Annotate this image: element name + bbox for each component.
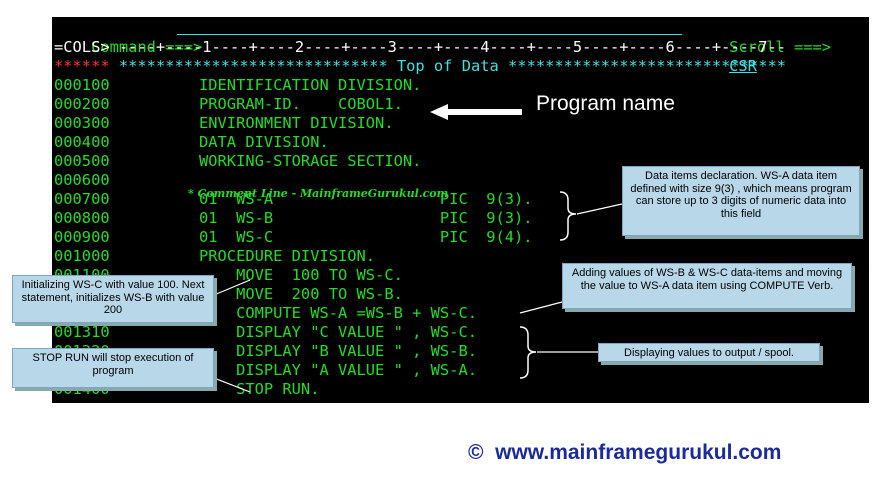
adding-callout: Adding values of WS-B & WS-C data-items … <box>562 263 852 309</box>
line-code[interactable]: DISPLAY "C VALUE " , WS-C. <box>199 323 477 341</box>
line-code[interactable]: DATA DIVISION. <box>199 133 329 151</box>
line-number[interactable]: 000200 <box>54 95 110 113</box>
source-line[interactable]: 000800 01 WS-B PIC 9(3). <box>54 209 864 228</box>
line-code[interactable]: MOVE 200 TO WS-B. <box>199 285 403 303</box>
scroll-label: Scroll ===> <box>729 38 832 56</box>
top-of-data-text: ***************************** Top of Dat… <box>109 57 787 75</box>
source-line[interactable]: 000500 WORKING-STORAGE SECTION. <box>54 152 864 171</box>
line-code[interactable]: MOVE 100 TO WS-C. <box>199 266 403 284</box>
scroll-value[interactable]: CSR <box>729 57 757 75</box>
initializing-callout: Initializing WS-C with value 100. Next s… <box>12 275 214 323</box>
line-code[interactable]: PROGRAM-ID. COBOL1. <box>199 95 403 113</box>
top-of-data-line: ****** ***************************** Top… <box>54 57 786 76</box>
source-line[interactable]: 000600 <box>54 171 864 190</box>
comment-line: * Comment Line - MainframeGurukul.com <box>188 187 449 200</box>
display-brace <box>519 326 537 379</box>
scroll-field: Scroll ===> CSR <box>692 19 831 75</box>
line-number[interactable]: 000400 <box>54 133 110 151</box>
copyright-footer[interactable]: © www.mainframegurukul.com <box>468 441 782 464</box>
line-code[interactable]: 01 WS-C PIC 9(4). <box>199 228 533 246</box>
source-line[interactable]: 000700 01 WS-A PIC 9(3). <box>54 190 864 209</box>
line-code[interactable]: 01 WS-B PIC 9(3). <box>199 209 533 227</box>
line-code[interactable]: IDENTIFICATION DIVISION. <box>199 76 422 94</box>
line-number[interactable]: 000900 <box>54 228 110 246</box>
line-code[interactable]: ENVIRONMENT DIVISION. <box>199 114 394 132</box>
source-line[interactable]: 000300 ENVIRONMENT DIVISION. <box>54 114 864 133</box>
line-number[interactable]: 000100 <box>54 76 110 94</box>
line-number[interactable]: 001000 <box>54 247 110 265</box>
line-number[interactable]: 000700 <box>54 190 110 208</box>
command-input[interactable] <box>177 34 682 35</box>
line-code[interactable]: STOP RUN. <box>199 380 320 398</box>
command-line: Command ===> <box>54 19 202 56</box>
command-label: Command ===> <box>91 38 203 56</box>
line-code[interactable]: DISPLAY "B VALUE " , WS-B. <box>199 342 477 360</box>
top-marker: ****** <box>54 57 110 75</box>
data-items-pointer <box>576 203 623 215</box>
line-number[interactable]: 000300 <box>54 114 110 132</box>
line-number[interactable]: 000600 <box>54 171 110 189</box>
source-line[interactable]: 001000 PROCEDURE DIVISION. <box>54 247 864 266</box>
stop-run-callout: STOP RUN will stop execution of program <box>12 348 214 388</box>
line-code[interactable]: PROCEDURE DIVISION. <box>199 247 376 265</box>
data-items-brace <box>559 191 577 241</box>
line-number[interactable]: 000800 <box>54 209 110 227</box>
initializing-pointer <box>213 279 251 296</box>
data-items-callout: Data items declaration. WS-A data item d… <box>622 166 860 236</box>
source-line[interactable]: 000400 DATA DIVISION. <box>54 133 864 152</box>
stop-run-pointer <box>213 377 251 393</box>
line-number[interactable]: 000500 <box>54 152 110 170</box>
source-line[interactable]: 001310 DISPLAY "C VALUE " , WS-C. <box>54 323 864 342</box>
source-line[interactable]: 000100 IDENTIFICATION DIVISION. <box>54 76 864 95</box>
source-line[interactable]: 000900 01 WS-C PIC 9(4). <box>54 228 864 247</box>
line-code[interactable]: WORKING-STORAGE SECTION. <box>199 152 422 170</box>
line-code[interactable]: COMPUTE WS-A =WS-B + WS-C. <box>199 304 477 322</box>
source-line[interactable]: 000200 PROGRAM-ID. COBOL1. <box>54 95 864 114</box>
displaying-callout: Displaying values to output / spool. <box>598 343 820 362</box>
line-number[interactable]: 001310 <box>54 323 110 341</box>
program-name-arrow <box>430 104 522 120</box>
line-code[interactable]: DISPLAY "A VALUE " , WS-A. <box>199 361 477 379</box>
line-code[interactable]: 01 WS-A PIC 9(3). <box>199 190 533 208</box>
cols-ruler: =COLS> ----+----1----+----2----+----3---… <box>54 38 787 56</box>
program-name-label: Program name <box>536 92 675 115</box>
